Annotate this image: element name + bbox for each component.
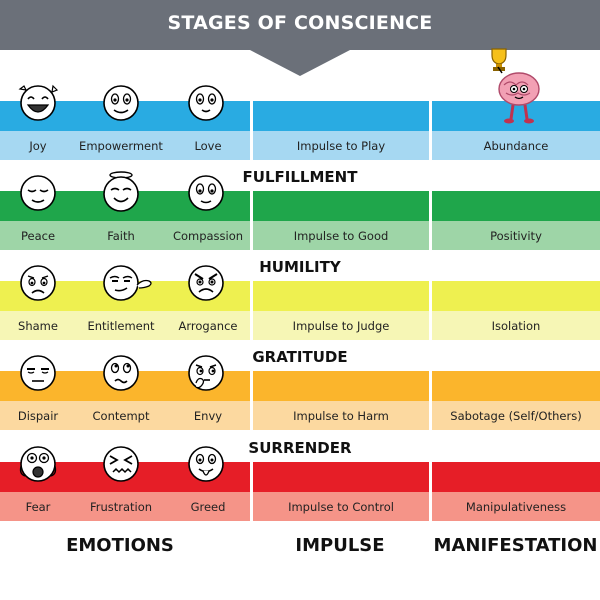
emotion-label: Dispair [17,409,59,423]
emotion-label: Frustration [89,500,153,514]
smug-face-icon [103,265,152,301]
manifestation-label: Abundance [483,139,549,153]
tired-face-icon [20,355,56,391]
halo-face-icon [103,171,139,212]
emotion-label: Compassion [172,229,244,243]
thinking-face-icon [188,355,224,391]
greedy-face-icon [188,446,224,482]
emotion-label: Entitlement [87,319,155,333]
column-separator [250,101,253,160]
manifestation-label: Isolation [491,319,541,333]
row-bottom-strip [0,221,600,250]
banner-shape [0,0,600,76]
emotion-label: Peace [20,229,56,243]
sneer-face-icon [103,355,139,391]
stage-row-shame: Shame Entitlement Arrogance Impulse to J… [0,265,600,340]
emotion-label: Empowerment [79,139,163,153]
column-header-emotions: EMOTIONS [66,535,174,556]
emotion-label: Faith [107,229,135,243]
impulse-label: Impulse to Play [296,139,386,153]
stage-row-fear: Fear Frustration Greed Impulse to Contro… [0,446,600,521]
stage-divider-humility: HUMILITY [259,258,341,276]
emotion-label: Contempt [92,409,150,423]
title-banner [0,0,600,76]
column-separator [250,462,253,521]
impulse-label: Impulse to Control [288,500,394,514]
column-separator [429,101,432,160]
angry-face-icon [188,265,224,301]
scared-face-icon [19,446,57,482]
loving-face-icon [188,85,224,121]
sad-face-icon [20,265,56,301]
column-header-impulse: IMPULSE [295,535,385,556]
smiling-face-icon [103,85,139,121]
stage-row-joy: Joy Empowerment Love Impulse to Play Abu… [0,48,600,160]
column-separator [429,462,432,521]
impulse-label: Impulse to Good [293,229,389,243]
laughing-face-icon [18,84,59,121]
kind-face-icon [188,175,224,211]
row-bottom-strip [0,131,600,160]
column-separator [429,191,432,250]
manifestation-label: Sabotage (Self/Others) [450,409,582,423]
row-top-strip [0,281,600,311]
emotion-label: Love [194,139,222,153]
column-separator [429,371,432,430]
row-top-strip [0,101,600,131]
stage-row-dispair: Dispair Contempt Envy Impulse to Harm Sa… [0,355,600,430]
emotion-label: Envy [193,409,223,423]
stage-divider-gratitude: GRATITUDE [252,348,348,366]
emotion-label: Fear [25,500,51,514]
column-separator [429,281,432,340]
column-separator [250,371,253,430]
emotion-label: Shame [18,319,58,333]
row-bottom-strip [0,401,600,430]
column-header-manifestation: MANIFESTATION [433,535,598,556]
row-bottom-strip [0,492,600,521]
impulse-label: Impulse to Harm [293,409,389,423]
stage-divider-fulfillment: FULFILLMENT [242,168,358,186]
peaceful-face-icon [20,175,56,211]
column-separator [250,281,253,340]
manifestation-label: Manipulativeness [465,500,567,514]
emotion-label: Joy [29,139,47,153]
column-separator [250,191,253,250]
row-bottom-strip [0,311,600,340]
row-top-strip [0,191,600,221]
brain-trophy-icon [491,48,540,124]
page-title: STAGES OF CONSCIENCE [167,12,433,34]
manifestation-label: Positivity [490,229,542,243]
stage-row-peace: Peace Faith Compassion Impulse to Good P… [0,171,600,250]
stage-divider-surrender: SURRENDER [248,439,352,457]
impulse-label: Impulse to Judge [292,319,390,333]
row-top-strip [0,462,600,492]
emotion-label: Greed [190,500,226,514]
emotion-label: Arrogance [178,319,238,333]
row-top-strip [0,371,600,401]
frustrated-face-icon [103,446,139,482]
